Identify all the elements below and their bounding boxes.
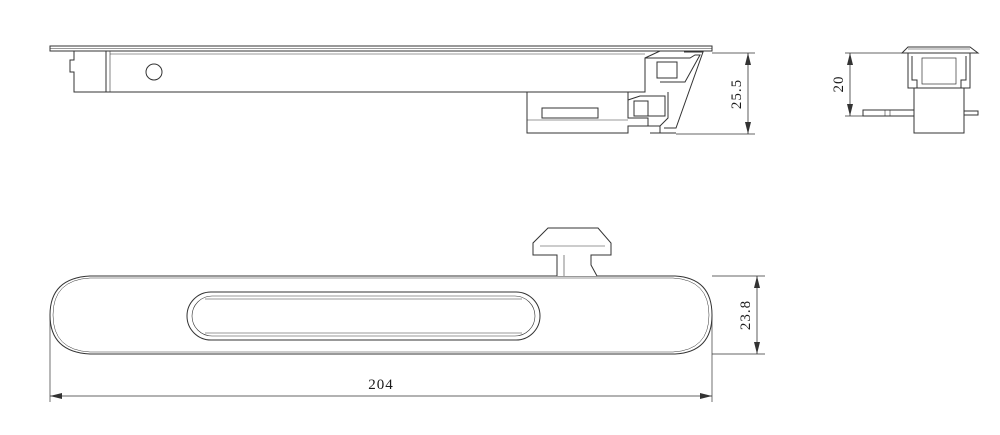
dimension-end-height (845, 52, 902, 117)
dim-label-25-5: 25.5 (729, 79, 745, 109)
dimension-top-height (712, 275, 765, 355)
dim-label-204: 204 (368, 377, 394, 393)
top-view (49, 227, 713, 355)
mounting-hole (145, 63, 163, 81)
side-view (49, 45, 713, 134)
dimension-overall-length (49, 315, 713, 402)
dim-label-23-8: 23.8 (738, 300, 754, 330)
dimension-side-height (676, 52, 755, 135)
end-view (862, 46, 980, 134)
dim-label-20: 20 (831, 76, 847, 93)
